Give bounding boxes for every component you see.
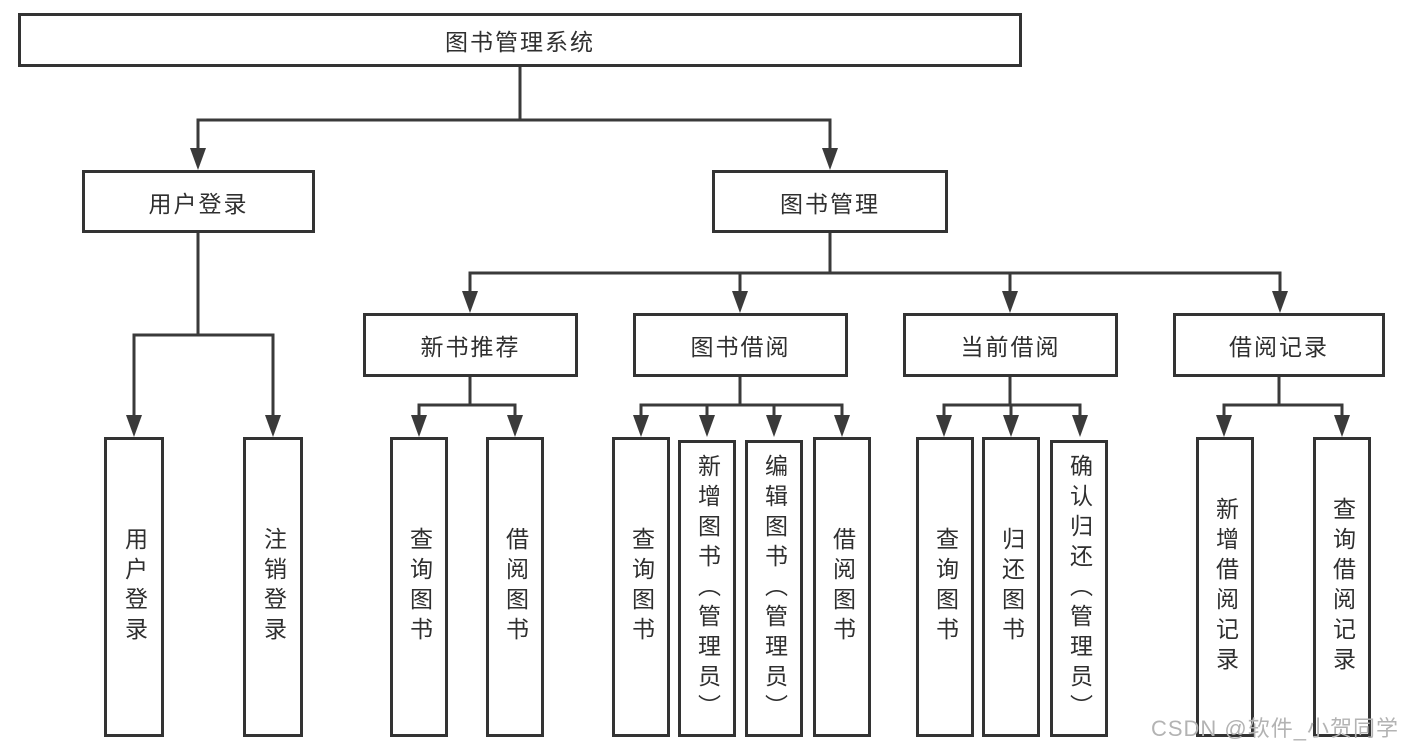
node-label: 归还图书	[998, 527, 1025, 647]
node-label: 借阅图书	[502, 527, 529, 647]
node-label: 新增图书（管理员）	[694, 453, 721, 724]
node-label: 图书管理	[780, 190, 880, 217]
connector-segments	[132, 67, 1344, 433]
node-label: 查询图书	[932, 527, 959, 647]
leaf-confirm-return-admin: 确认归还（管理员）	[1050, 440, 1108, 737]
node-current-borrowing: 当前借阅	[903, 313, 1118, 377]
leaf-user-login: 用户登录	[104, 437, 164, 737]
node-user-login: 用户登录	[82, 170, 315, 233]
leaf-logout: 注销登录	[243, 437, 303, 737]
csdn-watermark: CSDN @软件_小贺同学	[1150, 716, 1399, 741]
node-label: 借阅记录	[1229, 334, 1329, 360]
node-book-borrowing: 图书借阅	[633, 313, 848, 377]
leaf-return-books: 归还图书	[982, 437, 1040, 737]
node-label: 用户登录	[121, 527, 148, 647]
node-label: 编辑图书（管理员）	[761, 453, 788, 724]
node-library-management-system: 图书管理系统	[18, 13, 1022, 67]
leaf-add-borrow-record: 新增借阅记录	[1196, 437, 1254, 737]
node-label: 借阅图书	[829, 527, 856, 647]
leaf-query-books-borrow: 查询图书	[612, 437, 670, 737]
node-label: 查询图书	[628, 527, 655, 647]
leaf-edit-books-admin: 编辑图书（管理员）	[745, 440, 803, 737]
node-book-management: 图书管理	[712, 170, 948, 233]
leaf-query-books-current: 查询图书	[916, 437, 974, 737]
leaf-add-books-admin: 新增图书（管理员）	[678, 440, 736, 737]
node-label: 当前借阅	[960, 334, 1061, 360]
node-label: 查询借阅记录	[1329, 497, 1356, 677]
node-label: 新书推荐	[420, 334, 521, 360]
leaf-query-borrow-record: 查询借阅记录	[1313, 437, 1371, 737]
node-label: 用户登录	[148, 190, 249, 217]
node-label: 确认归还（管理员）	[1066, 453, 1093, 724]
leaf-borrow-books: 借阅图书	[813, 437, 871, 737]
leaf-borrow-books-recommend: 借阅图书	[486, 437, 544, 737]
node-label: 图书借阅	[690, 334, 791, 360]
node-label: 注销登录	[260, 527, 287, 647]
node-label: 图书管理系统	[445, 29, 595, 55]
node-new-book-recommendation: 新书推荐	[363, 313, 578, 377]
leaf-query-books-recommend: 查询图书	[390, 437, 448, 737]
node-borrowing-records: 借阅记录	[1173, 313, 1385, 377]
node-label: 查询图书	[406, 527, 433, 647]
node-label: 新增借阅记录	[1212, 497, 1239, 677]
